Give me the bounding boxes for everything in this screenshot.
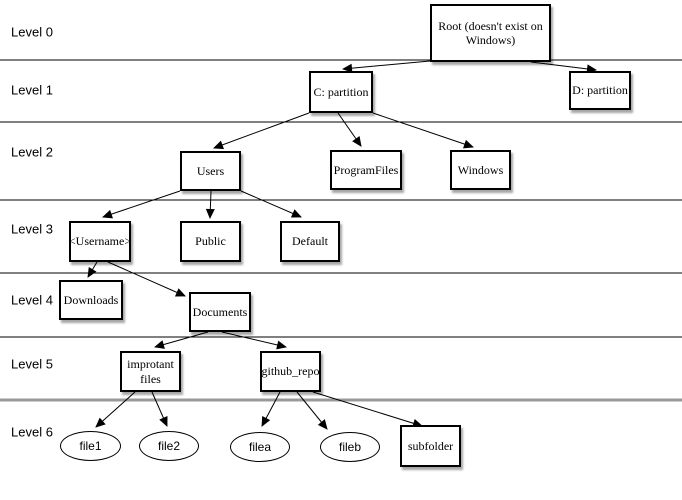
- node-c-partition[interactable]: C: partition: [309, 71, 373, 113]
- node-users-label: Users: [196, 163, 225, 178]
- node-windows-label: Windows: [457, 162, 504, 177]
- node-fileb[interactable]: fileb: [320, 432, 380, 462]
- edge-important-files-file1: [95, 391, 136, 428]
- edge-github-repo-subfolder: [312, 391, 423, 428]
- edge-users-public: [205, 190, 215, 219]
- node-subfolder-label: subfolder: [407, 438, 454, 453]
- node-documents-label: Documents: [192, 304, 248, 319]
- node-programfiles[interactable]: ProgramFiles: [330, 150, 402, 190]
- node-github-repo-label: github_repo: [261, 364, 320, 379]
- node-github-repo[interactable]: github_repo: [260, 351, 321, 392]
- node-c-partition-label: C: partition: [313, 84, 369, 99]
- node-d-partition[interactable]: D: partition: [569, 71, 631, 110]
- node-root[interactable]: Root (doesn't exist on Windows): [430, 4, 551, 62]
- edge-documents-github-repo: [221, 331, 287, 350]
- node-default-label: Default: [292, 234, 328, 249]
- node-root-label: Root (doesn't exist on Windows): [438, 18, 543, 47]
- level-label-6: Level 6: [11, 424, 53, 440]
- edge-c-partition-windows: [372, 112, 474, 149]
- node-username-label: <Username>: [68, 234, 132, 249]
- edge-c-partition-programfiles: [337, 112, 362, 147]
- node-users[interactable]: Users: [180, 151, 241, 191]
- edge-important-files-file2: [151, 391, 168, 427]
- node-username[interactable]: <Username>: [69, 221, 131, 262]
- edge-username-downloads: [87, 261, 98, 278]
- node-fileb-label: fileb: [338, 439, 361, 454]
- node-file1-label: file1: [79, 438, 102, 453]
- node-downloads[interactable]: Downloads: [59, 280, 123, 320]
- level-label-5: Level 5: [11, 356, 53, 372]
- node-file1[interactable]: file1: [60, 431, 121, 461]
- node-default[interactable]: Default: [280, 221, 340, 262]
- node-subfolder[interactable]: subfolder: [400, 425, 461, 467]
- node-public-label: Public: [195, 234, 226, 249]
- level-label-3: Level 3: [11, 221, 53, 237]
- edge-root-c-partition: [342, 60, 431, 73]
- node-filea-label: filea: [248, 439, 271, 454]
- node-file2[interactable]: file2: [139, 431, 199, 461]
- edge-github-repo-fileb: [296, 391, 328, 430]
- edge-c-partition-users: [213, 112, 310, 150]
- level-label-0: Level 0: [11, 24, 53, 40]
- level-label-2: Level 2: [11, 144, 53, 160]
- node-downloads-label: Downloads: [63, 292, 119, 307]
- edge-root-d-partition: [530, 61, 597, 74]
- node-programfiles-label: ProgramFiles: [333, 162, 399, 177]
- node-windows[interactable]: Windows: [450, 150, 511, 190]
- edge-users-default: [240, 190, 302, 218]
- node-important-files[interactable]: improtant files: [120, 351, 181, 392]
- node-file2-label: file2: [157, 438, 180, 453]
- edge-users-username: [102, 190, 181, 219]
- node-filea[interactable]: filea: [230, 432, 290, 462]
- node-important-files-label: improtant files: [127, 357, 174, 386]
- node-public[interactable]: Public: [180, 221, 241, 262]
- level-label-1: Level 1: [11, 82, 53, 98]
- level-label-4: Level 4: [11, 292, 53, 308]
- edge-documents-important-files: [154, 331, 209, 349]
- node-documents[interactable]: Documents: [189, 292, 251, 332]
- edge-github-repo-filea: [261, 391, 281, 427]
- node-d-partition-label: D: partition: [572, 83, 628, 98]
- edge-username-documents: [107, 261, 186, 297]
